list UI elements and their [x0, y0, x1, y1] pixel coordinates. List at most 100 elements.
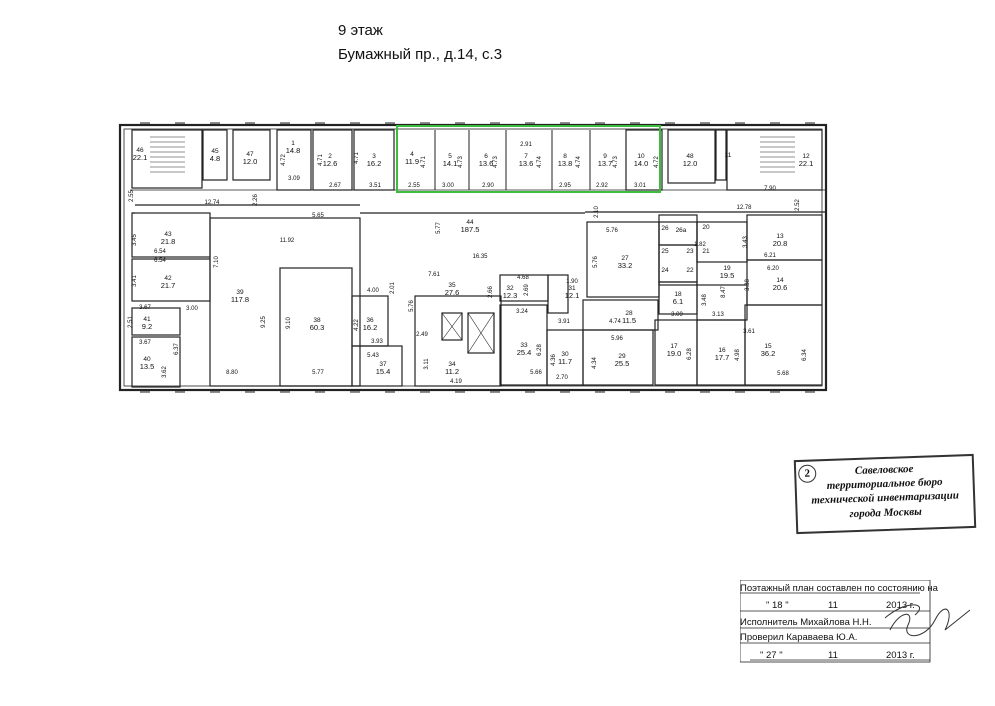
- dimension-label: 5.96: [611, 336, 623, 342]
- room-area: 12.0: [243, 157, 258, 166]
- dimension-label: 1.82: [694, 242, 706, 248]
- room-number: 4: [410, 151, 414, 158]
- room-area: 17.7: [715, 353, 730, 362]
- dimension-label: 3.45: [132, 234, 138, 246]
- check-date-month: 11: [828, 650, 838, 661]
- dimension-label: 3.41: [132, 275, 138, 287]
- dimension-label: 3.38: [745, 279, 751, 291]
- room-area: 13.8: [558, 159, 573, 168]
- room-number: 21: [702, 248, 710, 255]
- room-number: 25: [661, 248, 669, 255]
- dimension-label: 4.74: [537, 156, 543, 168]
- dimension-label: 6.54: [154, 249, 166, 255]
- room-number: 26: [661, 225, 669, 232]
- dimension-label: 12.78: [736, 205, 752, 211]
- cert-date-month: 11: [828, 600, 838, 611]
- dimension-label: 5.65: [312, 213, 324, 219]
- room-area: 4.8: [210, 154, 220, 163]
- dimension-label: 3.11: [424, 358, 430, 370]
- dimension-label: 3.51: [369, 183, 381, 189]
- room-number: 6: [484, 153, 488, 160]
- dimension-label: 3.09: [288, 176, 300, 182]
- room-area: 6.1: [673, 297, 683, 306]
- dimension-label: 3.67: [139, 340, 151, 346]
- dimension-label: 5.66: [530, 370, 542, 376]
- address-label: Бумажный пр., д.14, с.3: [338, 46, 503, 63]
- room-area: 12.6: [323, 159, 338, 168]
- checker-label: Проверил Караваева Ю.А.: [740, 632, 858, 643]
- room-number: 5: [448, 153, 452, 160]
- dimension-label: 2.10: [594, 206, 600, 218]
- dimension-label: 9.10: [286, 317, 292, 329]
- room-number: 31: [568, 285, 576, 292]
- room-area: 22.1: [133, 153, 148, 162]
- dimension-label: 4.68: [517, 275, 529, 281]
- room-number: 13: [776, 233, 784, 240]
- dimension-label: 3.00: [442, 183, 454, 189]
- room-number: 9: [603, 153, 607, 160]
- dimension-label: 2.01: [390, 282, 396, 294]
- dimension-label: 7.10: [214, 256, 220, 268]
- room-area: 11.5: [622, 316, 636, 325]
- room-number: 35: [448, 282, 456, 289]
- dimension-label: 4.34: [592, 357, 598, 369]
- room-number: 18: [674, 291, 682, 298]
- dimension-label: 5.76: [593, 256, 599, 268]
- dimension-label: 6.37: [174, 343, 180, 355]
- dimension-label: 8.80: [226, 370, 238, 376]
- room-number: 8: [563, 153, 567, 160]
- dimension-label: 12.74: [204, 200, 220, 206]
- executor-label: Исполнитель Михайлова Н.Н.: [740, 617, 872, 628]
- dimension-label: 2.95: [559, 183, 571, 189]
- room-area: 25.4: [517, 348, 532, 357]
- signature-lines: [740, 580, 971, 663]
- room-number: 39: [236, 289, 244, 296]
- dimension-label: 2.66: [488, 286, 494, 298]
- dimension-label: 6.28: [537, 344, 543, 356]
- room-number: 16: [718, 347, 726, 354]
- dimension-label: 11.92: [280, 238, 295, 244]
- dimension-label: 3.67: [139, 305, 151, 311]
- room-number: 48: [686, 153, 694, 160]
- room-number: 14: [776, 277, 784, 284]
- room-area: 13.6: [519, 159, 534, 168]
- room-area: 11.2: [445, 367, 459, 376]
- room-number: 38: [313, 317, 321, 324]
- dimension-label: 8.47: [721, 286, 727, 298]
- dimension-label: 6.21: [764, 253, 776, 259]
- dimension-label: 4.73: [493, 156, 499, 168]
- room-area: 12.3: [503, 291, 518, 300]
- dimension-label: 6.20: [767, 266, 779, 272]
- cert-date-year: 2013 г.: [886, 600, 915, 611]
- dimension-label: 4.74: [576, 156, 582, 168]
- room-number: 43: [164, 231, 172, 238]
- dimension-label: 5.68: [777, 371, 789, 377]
- room-area: 12.1: [565, 291, 580, 300]
- room-number: 47: [246, 151, 254, 158]
- dimension-label: 4.22: [354, 319, 360, 331]
- check-date-year: 2013 г.: [886, 650, 915, 661]
- room-number: 7: [524, 153, 528, 160]
- room-number: 15: [764, 343, 772, 350]
- room-area: 21.8: [161, 237, 176, 246]
- room-number: 11: [725, 152, 732, 159]
- dimension-label: 4.71: [354, 152, 360, 164]
- dimension-label: 4.72: [654, 156, 660, 168]
- bti-stamp: 2 Савеловское территориальное бюро техни…: [793, 453, 977, 535]
- floor-label: 9 этаж: [338, 22, 383, 39]
- dimension-label: 1.90: [566, 279, 578, 285]
- dimension-label: 3.61: [743, 329, 755, 335]
- room-area: 25.5: [615, 359, 630, 368]
- room-number: 28: [625, 310, 633, 317]
- room-number: 12: [802, 153, 810, 160]
- room-number: 44: [466, 219, 474, 226]
- room-number: 23: [686, 248, 694, 255]
- room-number: 29: [618, 353, 626, 360]
- room-number: 10: [637, 153, 645, 160]
- room-number: 32: [506, 285, 514, 292]
- room-area: 27.6: [445, 288, 460, 297]
- dimension-label: 2.55: [408, 183, 420, 189]
- room-number: 26a: [676, 227, 687, 234]
- room-area: 14.0: [634, 159, 649, 168]
- dimension-label: 9.25: [261, 316, 267, 328]
